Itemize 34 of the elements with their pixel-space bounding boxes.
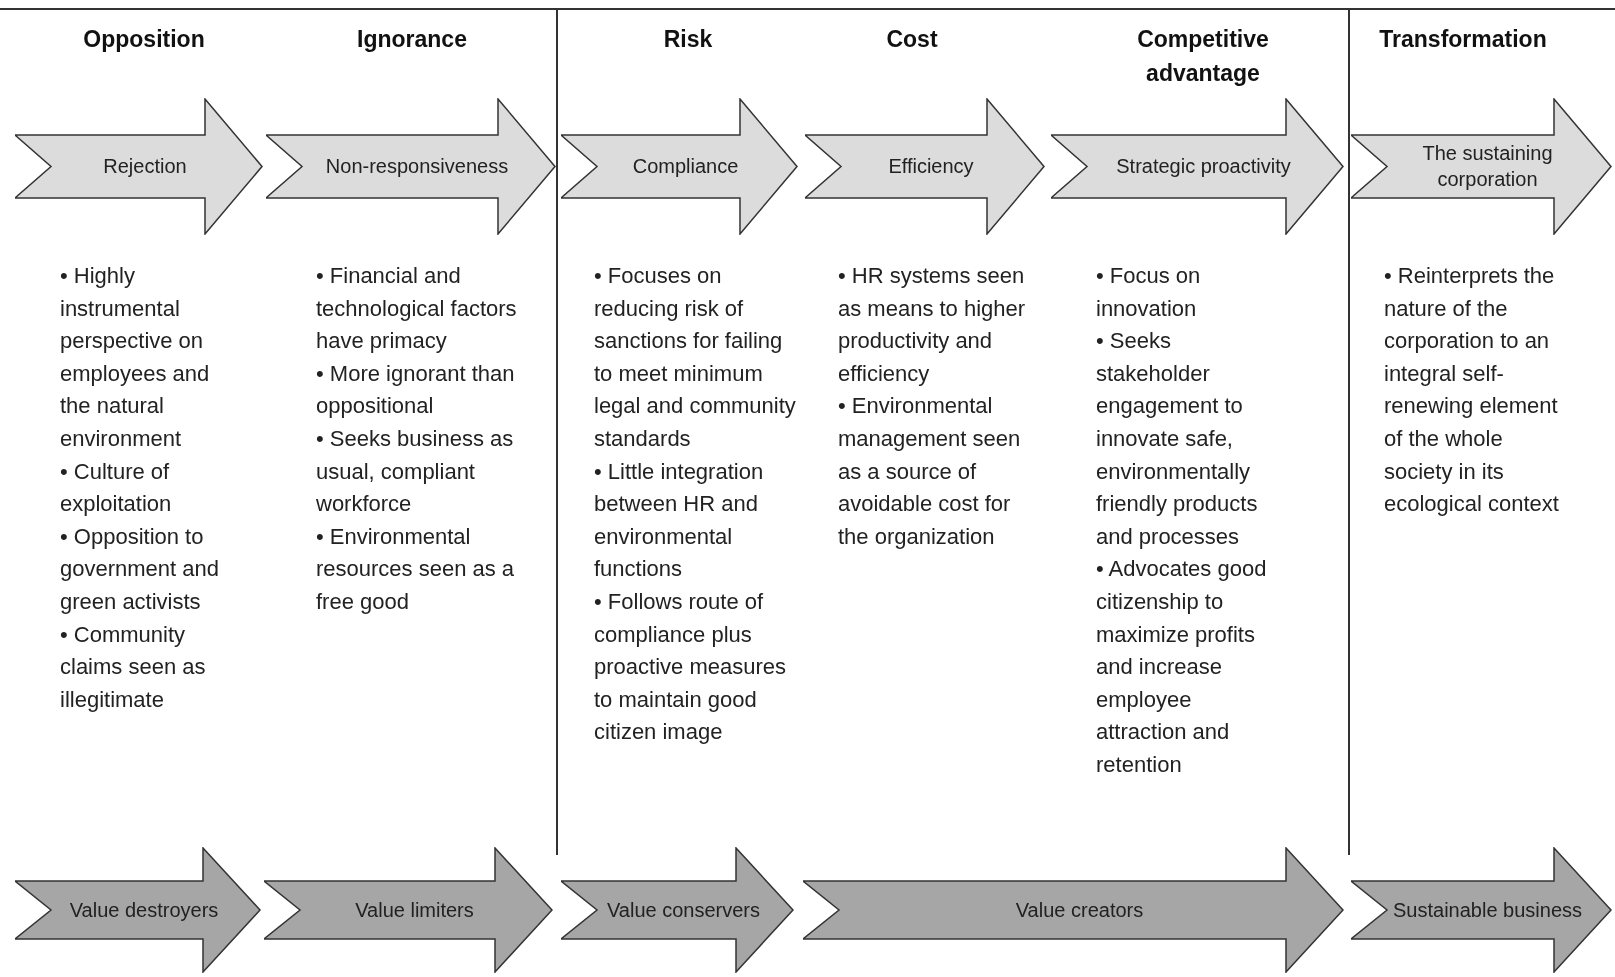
arrow-label: Sustainable business: [1393, 898, 1582, 923]
bullet-text: • HR systems seen as means to higher productivity and efficiency: [838, 262, 1027, 388]
bullet-text: • Seeks business as usual, compliant workforce: [316, 424, 515, 519]
bullet-text: • Environmental management seen as a source of avoidable cost for the organization: [838, 392, 1022, 551]
column-heading: Ignorance: [356, 25, 468, 54]
column-heading: Opposition: [82, 25, 206, 54]
arrow-label: Compliance: [632, 154, 739, 180]
bullet-text: • Culture of exploitation: [60, 457, 173, 519]
bullet-text: • Community claims seen as illegitimate: [60, 620, 207, 714]
column-heading: Transformation: [1378, 25, 1548, 54]
bullet-text: • Reinterprets the nature of the corporation to an integral self-renewing element of the whole society in its ecological context: [1384, 262, 1560, 519]
arrow-label: The sustaining corporation: [1421, 141, 1554, 193]
bullet-text: • Seeks stakeholder engagement to innovate safe, environmentally friendly products and processes: [1096, 327, 1259, 551]
bullet-text: • Financial and technological factors have primacy: [316, 262, 518, 356]
column-heading: Competitive advantage: [1136, 25, 1270, 88]
column-heading: Cost: [885, 25, 939, 54]
arrow-label: Non-responsiveness: [325, 154, 509, 180]
bullet-text: • Environmental resources seen as a free good: [316, 522, 516, 616]
arrow-label: Strategic proactivity: [1116, 154, 1291, 180]
arrow-label: Rejection: [103, 154, 187, 180]
bullet-text: • Focus on innovation: [1096, 262, 1202, 323]
bullet-text: • Advocates good citizenship to maximize profits and increase employee attraction and retention: [1096, 555, 1268, 779]
bullet-text: • Opposition to government and green activists: [60, 522, 220, 616]
arrow-label: Value conservers: [606, 898, 760, 923]
bullet-text: • Follows route of compliance plus proactive measures to maintain good citizen image: [594, 587, 787, 747]
bullet-text: • Little integration between HR and environmental functions: [594, 457, 765, 584]
arrow-label: Value limiters: [355, 898, 474, 923]
bullet-text: • Highly instrumental perspective on employees and the natural environment: [60, 262, 211, 453]
arrow-label: Value destroyers: [69, 898, 219, 923]
arrow-label: Value creators: [1015, 898, 1144, 923]
bullet-text: • More ignorant than oppositional: [316, 359, 516, 421]
column-heading: Risk: [662, 25, 714, 54]
arrow-label: Efficiency: [888, 154, 974, 180]
bullet-text: • Focuses on reducing risk of sanctions for failing to meet minimum legal and community standards: [594, 262, 797, 453]
